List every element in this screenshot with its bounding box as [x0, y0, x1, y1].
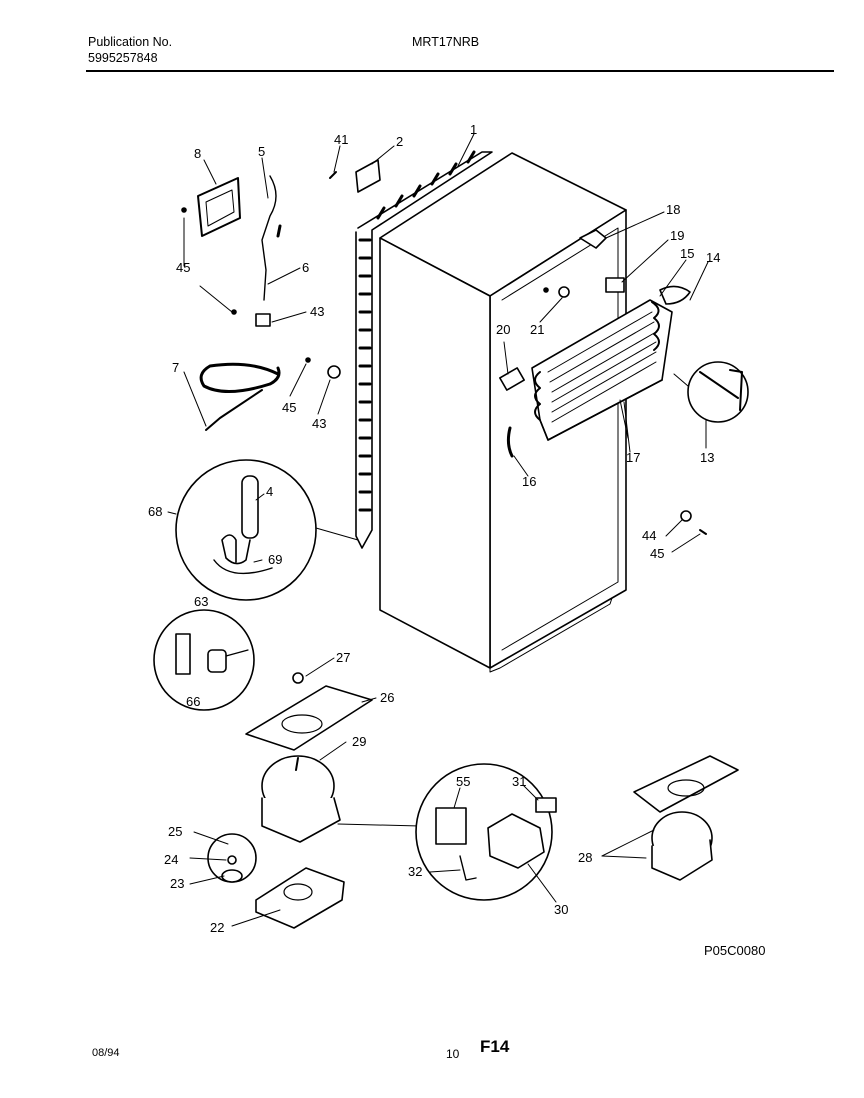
evaporator-assembly	[531, 299, 673, 441]
small-parts-top-left	[197, 159, 381, 431]
callout-55: 55	[456, 774, 470, 789]
callout-21: 21	[530, 322, 544, 337]
callout-45-c: 45	[650, 546, 664, 561]
callout-66: 66	[186, 694, 200, 709]
callout-43-a: 43	[310, 304, 324, 319]
callout-20: 20	[496, 322, 510, 337]
publication-number: 5995257848	[88, 51, 158, 65]
callout-6: 6	[302, 260, 309, 275]
callout-labels: 1 2 41 8 5 18 19 15 14 45 6 43 21 20 7 4…	[148, 122, 720, 935]
condenser-coil	[355, 150, 493, 549]
callout-68: 68	[148, 504, 162, 519]
callout-27: 27	[336, 650, 350, 665]
callout-32: 32	[408, 864, 422, 879]
callout-13: 13	[700, 450, 714, 465]
callout-26: 26	[380, 690, 394, 705]
callout-25: 25	[168, 824, 182, 839]
detail-relay-overload	[415, 763, 557, 901]
callout-7: 7	[172, 360, 179, 375]
callout-69: 69	[268, 552, 282, 567]
callout-45-a: 45	[176, 260, 190, 275]
footer-date: 08/94	[92, 1047, 120, 1059]
refrigerator-cabinet	[379, 152, 627, 673]
callout-5: 5	[258, 144, 265, 159]
callout-19: 19	[670, 228, 684, 243]
callout-15: 15	[680, 246, 694, 261]
figure-label: F14	[480, 1037, 510, 1056]
compressor	[261, 755, 421, 843]
callout-41: 41	[334, 132, 348, 147]
callout-17: 17	[626, 450, 640, 465]
compressor-assembly	[633, 755, 739, 881]
callout-23: 23	[170, 876, 184, 891]
small-parts-top-right	[499, 229, 709, 458]
callout-8: 8	[194, 146, 201, 161]
drain-pan	[245, 672, 373, 751]
callout-30: 30	[554, 902, 568, 917]
callout-22: 22	[210, 920, 224, 935]
detail-mounting-grommet	[207, 833, 257, 883]
callout-18: 18	[666, 202, 680, 217]
detail-68-dryer	[175, 459, 359, 601]
callout-24: 24	[164, 852, 178, 867]
diagram-code: P05C0080	[704, 943, 766, 958]
callout-31: 31	[512, 774, 526, 789]
detail-13-drain-tube	[673, 361, 749, 423]
callout-28: 28	[578, 850, 592, 865]
callout-2: 2	[396, 134, 403, 149]
publication-label: Publication No.	[88, 35, 173, 49]
page-number: 10	[446, 1047, 460, 1061]
fasteners	[181, 207, 707, 535]
header-rule	[86, 70, 834, 72]
leader-lines	[167, 133, 707, 927]
callout-1: 1	[470, 122, 477, 137]
detail-63-capacitor	[153, 609, 255, 711]
callout-16: 16	[522, 474, 536, 489]
callout-29: 29	[352, 734, 366, 749]
callout-4: 4	[266, 484, 273, 499]
callout-63: 63	[194, 594, 208, 609]
base-bracket	[255, 867, 345, 929]
callout-45-b: 45	[282, 400, 296, 415]
callout-43-b: 43	[312, 416, 326, 431]
callout-14: 14	[706, 250, 720, 265]
callout-44: 44	[642, 528, 656, 543]
model-number: MRT17NRB	[412, 35, 480, 49]
